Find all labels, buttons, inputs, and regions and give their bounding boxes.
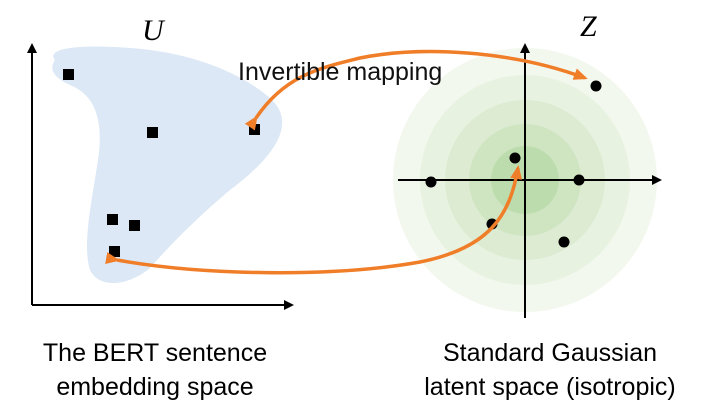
latent-point: [509, 152, 521, 164]
latent-point: [573, 174, 585, 186]
embedding-space-caption: The BERT sentence embedding space: [0, 336, 310, 404]
mapping-arrow-top: [244, 49, 588, 131]
mapping-arrow-bottom: [105, 165, 523, 275]
embedding-point: [107, 214, 118, 225]
caption-line: latent space (isotropic): [424, 373, 676, 401]
caption-line: Standard Gaussian: [442, 339, 658, 367]
latent-point: [425, 176, 437, 188]
mapping-label: Invertible mapping: [238, 58, 443, 86]
embedding-point: [129, 220, 140, 231]
embedding-point: [147, 127, 158, 138]
embedding-point: [249, 124, 260, 135]
embedding-point: [63, 69, 74, 80]
embedding-space-symbol: U: [142, 14, 164, 47]
latent-point: [558, 236, 570, 248]
embedding-point: [109, 246, 120, 257]
latent-point: [590, 80, 602, 92]
latent-space-symbol: Z: [580, 10, 597, 43]
latent-space-caption: Standard Gaussian latent space (isotropi…: [380, 336, 720, 404]
caption-line: The BERT sentence: [42, 339, 268, 367]
caption-line: embedding space: [56, 373, 254, 401]
